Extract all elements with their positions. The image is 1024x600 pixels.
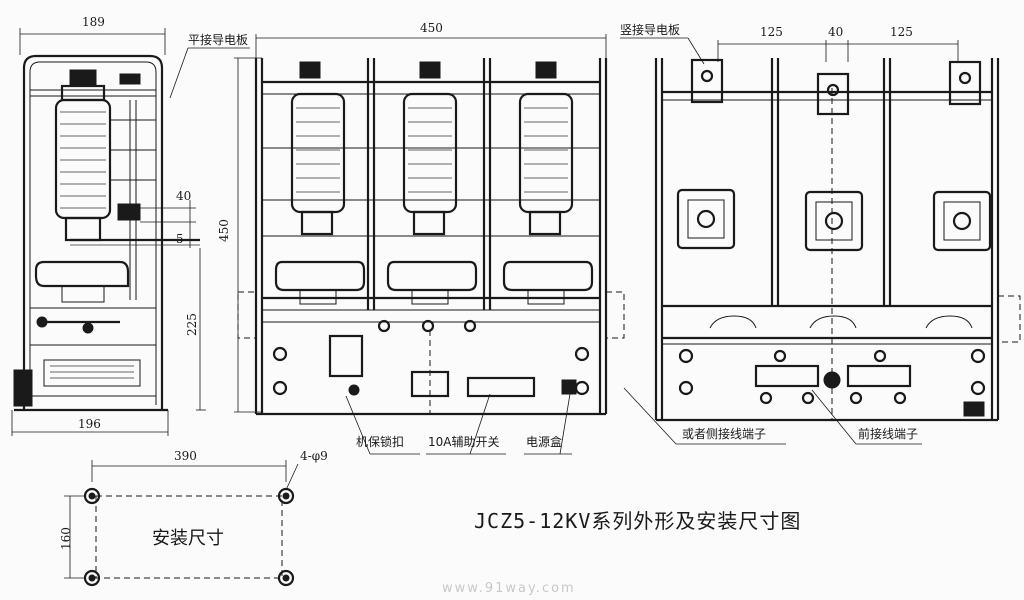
dim-front-width: 450 xyxy=(420,21,443,35)
dim-pitch-mid: 40 xyxy=(828,25,843,39)
side-view: 189 xyxy=(11,15,206,436)
dim-side-bottom: 196 xyxy=(78,417,101,431)
dim-side-5: 5 xyxy=(176,232,184,246)
label-front-terminal: 前接线端子 xyxy=(858,426,918,441)
drawing-title: JCZ5-12KV系列外形及安装尺寸图 xyxy=(474,509,801,533)
dim-mount-holes: 4-φ9 xyxy=(300,449,328,463)
label-side-terminal: 或者侧接线端子 xyxy=(682,426,766,441)
dim-side-40: 40 xyxy=(176,189,191,203)
label-flat-busbar: 平接导电板 xyxy=(188,32,248,47)
watermark: www.91way.com xyxy=(442,581,576,596)
rear-view: 竖接导电板 125 40 125 xyxy=(620,22,1021,445)
label-mount-size: 安装尺寸 xyxy=(152,528,224,549)
front-view: 平接导电板 450 450 xyxy=(169,21,625,455)
dim-side-height: 450 xyxy=(217,219,231,242)
dim-mount-width: 390 xyxy=(174,449,197,463)
dim-pitch-right: 125 xyxy=(890,25,913,39)
dim-side-225: 225 xyxy=(185,313,199,336)
dim-pitch-left: 125 xyxy=(760,25,783,39)
label-power-box: 电源盒 xyxy=(526,434,562,449)
label-aux-switch: 10A辅助开关 xyxy=(428,435,499,449)
dim-mount-height: 160 xyxy=(59,527,73,550)
label-mech-lock: 机保锁扣 xyxy=(356,434,404,449)
label-vertical-busbar: 竖接导电板 xyxy=(620,22,680,37)
dim-side-top: 189 xyxy=(82,15,105,29)
mounting-diagram: 390 4-φ9 160 安装尺寸 xyxy=(59,449,328,587)
